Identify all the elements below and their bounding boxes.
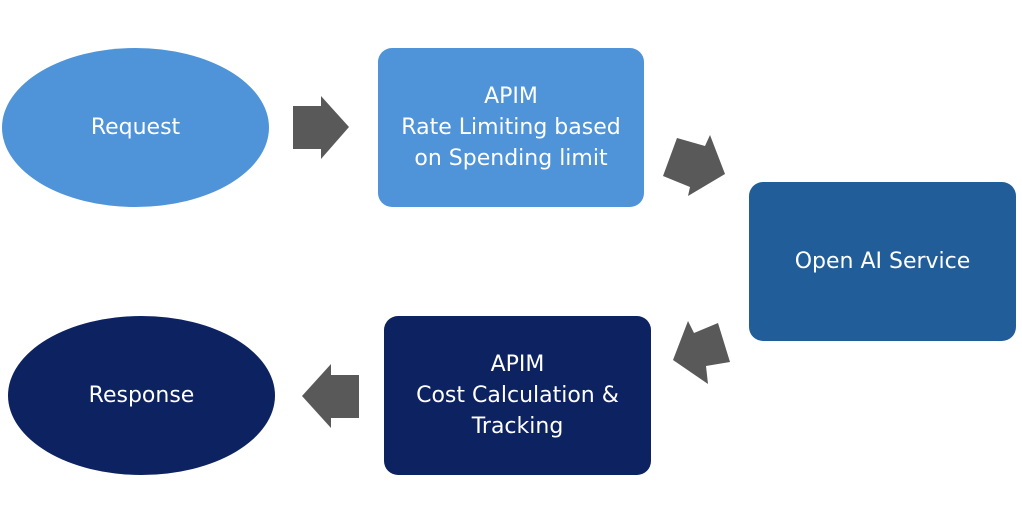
arrow-apim-to-openai: [663, 135, 725, 196]
openai-service-node: Open AI Service: [749, 182, 1016, 341]
apim-rate-title: APIM: [484, 84, 538, 109]
arrow-request-to-apim: [293, 96, 349, 159]
apim-rate-line-1: Rate Limiting based: [401, 115, 621, 140]
apim-cost-line-2: Tracking: [471, 414, 564, 439]
request-label: Request: [90, 115, 181, 140]
request-node: Request: [2, 48, 269, 207]
apim-cost-line-1: Cost Calculation &: [416, 383, 619, 408]
apim-cost-tracking-node: APIM Cost Calculation & Tracking: [384, 316, 651, 475]
arrow-openai-to-apim-cost: [673, 321, 730, 384]
response-node: Response: [8, 316, 275, 475]
response-label: Response: [88, 383, 195, 408]
apim-rate-limiting-node: APIM Rate Limiting based on Spending lim…: [378, 48, 644, 207]
apim-cost-title: APIM: [490, 352, 545, 377]
arrow-apim-cost-to-response: [302, 364, 359, 428]
apim-rate-line-2: on Spending limit: [414, 146, 608, 171]
openai-service-label: Open AI Service: [794, 249, 971, 274]
